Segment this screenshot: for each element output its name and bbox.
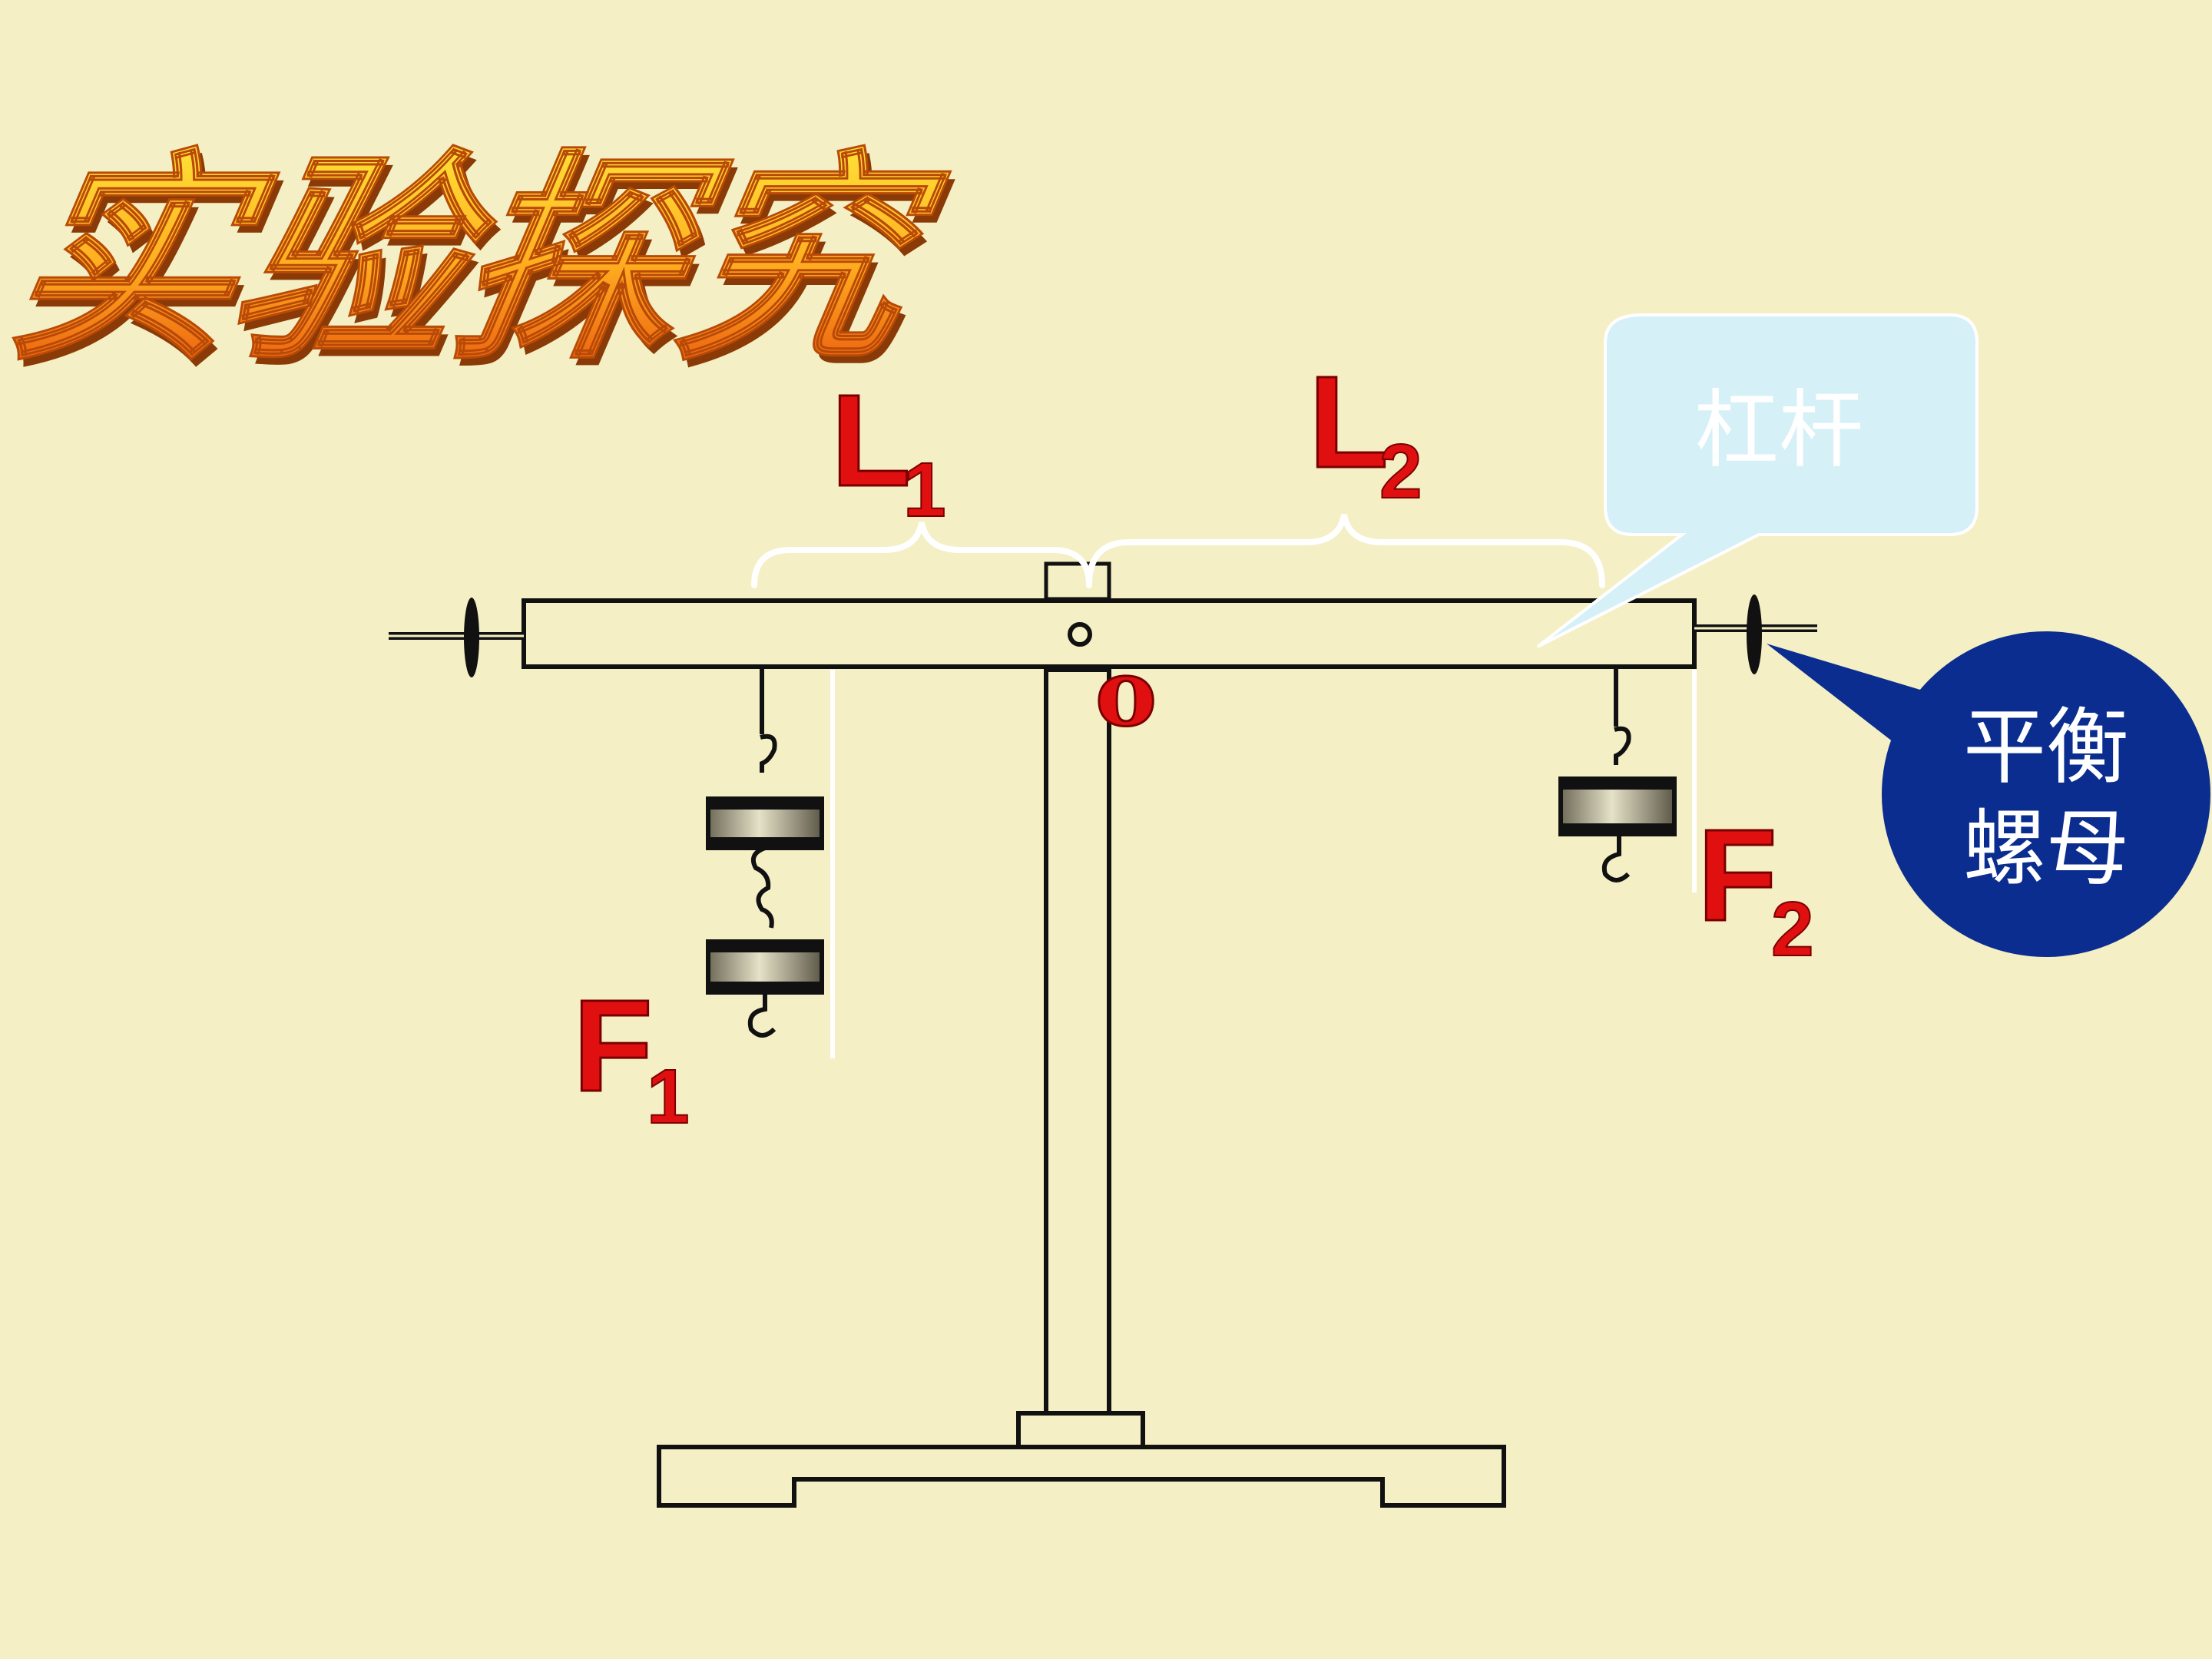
pivot-pin [1068, 622, 1092, 647]
label-f2: F 2 [1697, 802, 1815, 974]
balance-nut-callout: 平衡 螺母 [1767, 631, 2210, 957]
label-f1-sub: 1 [647, 1054, 690, 1140]
label-pivot-o: o [1095, 639, 1157, 747]
label-l2: L 2 [1308, 349, 1423, 516]
stand-base [657, 1411, 1506, 1508]
right-weight [1558, 668, 1677, 882]
lever-callout: 杠杆 [1536, 313, 1979, 648]
brace-l2 [1086, 514, 1605, 588]
label-f1: F 1 [572, 972, 690, 1141]
label-l2-main: L [1309, 349, 1389, 495]
label-l2-sub: 2 [1379, 429, 1422, 515]
pivot-mount [1044, 561, 1111, 601]
label-l1-sub: 1 [903, 447, 946, 533]
left-balance-nut [389, 598, 524, 677]
lever-callout-text: 杠杆 [1694, 381, 1863, 479]
label-f2-main: F [1697, 803, 1777, 949]
title: 实验探究 实验探究 [0, 128, 965, 399]
stand-post [1044, 667, 1111, 1416]
label-f2-sub: 2 [1771, 886, 1814, 972]
label-f1-main: F [573, 973, 653, 1119]
left-weights [706, 668, 824, 1038]
label-l1-main: L [831, 368, 911, 514]
right-balance-nut [1694, 594, 1817, 674]
title-shadow: 实验探究 [0, 137, 965, 398]
balance-nut-line1: 平衡 [1963, 700, 2129, 796]
brace-l1 [751, 522, 1092, 588]
label-l1: L 1 [830, 367, 947, 535]
title-text: 实验探究 [0, 129, 961, 390]
balance-nut-line2: 螺母 [1963, 801, 2129, 897]
lever-beam [522, 598, 1697, 669]
